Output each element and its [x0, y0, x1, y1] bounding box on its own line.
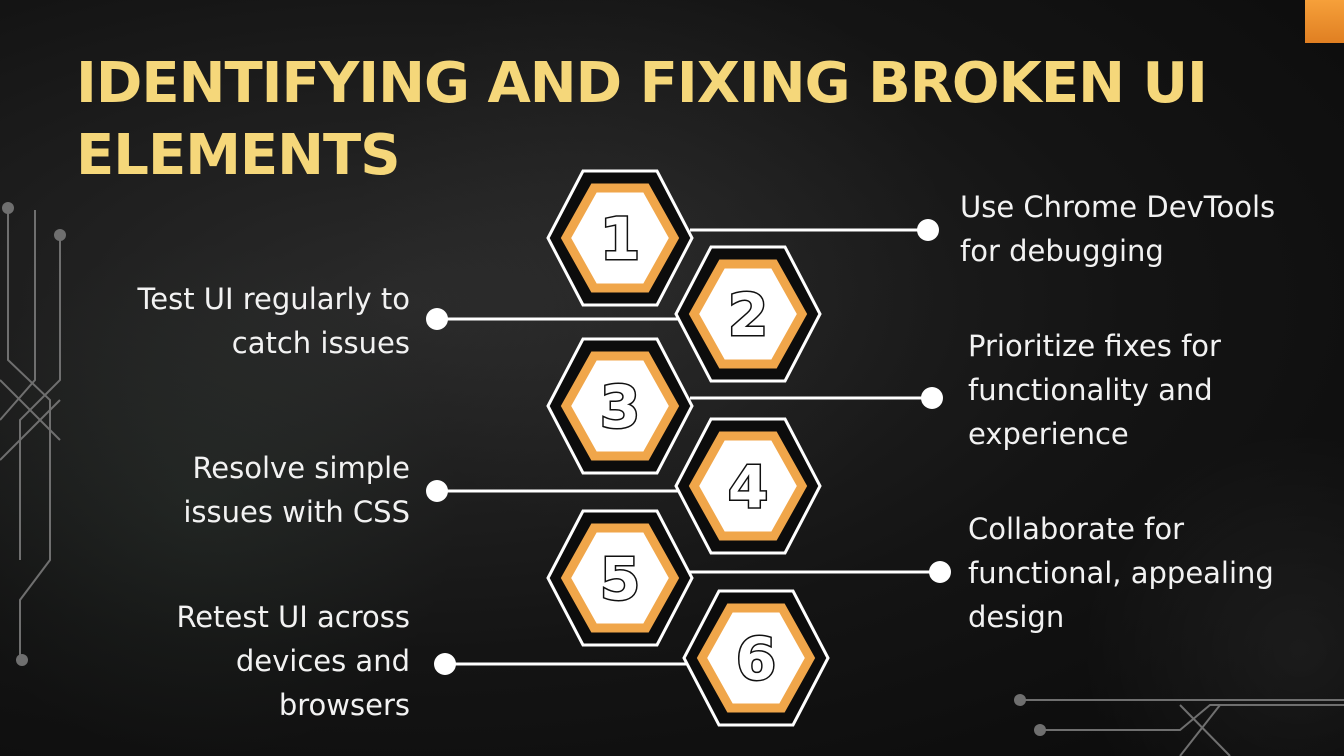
step-hexagon-6: 6: [682, 589, 830, 727]
step-number-4: 4: [728, 453, 768, 521]
step-number-6: 6: [736, 625, 776, 693]
step-label-5: Collaborate for functional, appealing de…: [968, 512, 1274, 634]
step-hexagon-2: 2: [674, 245, 822, 383]
step-hexagon-1: 1: [546, 169, 694, 307]
circuit-decoration-right: [1014, 694, 1344, 756]
connector-dots: [426, 219, 951, 675]
step-hexagon-3: 3: [546, 337, 694, 475]
step-hexagon-5: 5: [546, 509, 694, 647]
step-label-1: Use Chrome DevTools for debugging: [960, 190, 1276, 268]
step-label-4: Resolve simple issues with CSS: [183, 451, 410, 529]
step-label-2: Test UI regularly to catch issues: [137, 282, 410, 360]
step-hexagon-4: 4: [674, 417, 822, 555]
corner-accent: [1305, 0, 1344, 43]
connectors: [437, 228, 940, 666]
slide-title: IDENTIFYING AND FIXING BROKEN UI ELEMENT…: [76, 51, 1208, 188]
circuit-decoration-left: [0, 202, 66, 666]
step-number-5: 5: [600, 545, 640, 613]
step-label-6: Retest UI across devices and browsers: [176, 600, 410, 722]
step-number-2: 2: [728, 281, 768, 349]
step-number-3: 3: [600, 373, 640, 441]
step-number-1: 1: [600, 205, 640, 273]
step-label-3: Prioritize fixes for functionality and e…: [968, 329, 1221, 451]
